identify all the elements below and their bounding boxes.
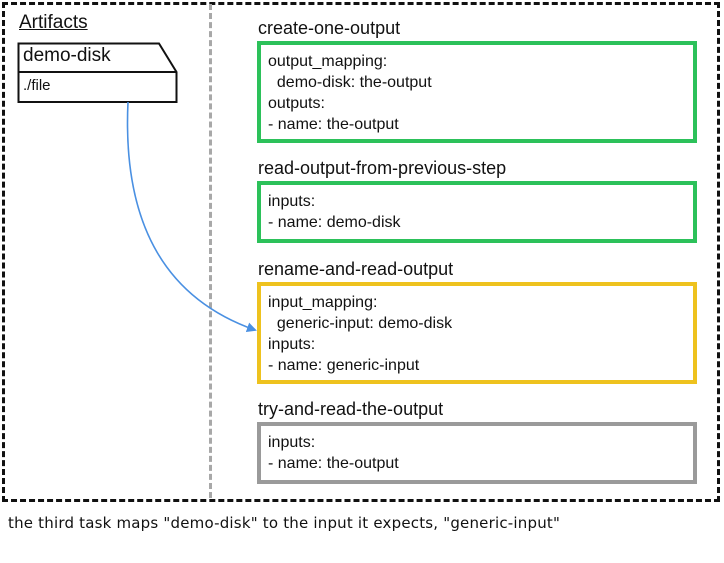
task-box: output_mapping: demo-disk: the-output ou…	[257, 41, 697, 143]
artifacts-divider	[209, 4, 212, 498]
task-line: - name: the-output	[268, 116, 399, 133]
pipeline-frame	[2, 2, 720, 502]
task-title: try-and-read-the-output	[258, 399, 444, 419]
task-line: inputs:	[268, 336, 316, 353]
task-line: generic-input: demo-disk	[268, 315, 453, 332]
task-box: input_mapping: generic-input: demo-disk …	[257, 282, 697, 384]
artifacts-heading: Artifacts	[19, 12, 88, 33]
task-line: - name: demo-disk	[268, 214, 401, 231]
task-line: - name: the-output	[268, 455, 399, 472]
task-title: rename-and-read-output	[258, 259, 454, 279]
task-line: inputs:	[268, 193, 316, 210]
disk-name: demo-disk	[23, 45, 111, 66]
demo-disk-artifact: demo-disk ./file	[17, 42, 178, 103]
task-line: input_mapping:	[268, 294, 378, 311]
task-line: demo-disk: the-output	[268, 74, 432, 91]
task-box: inputs: - name: the-output	[257, 422, 697, 484]
task-line: inputs:	[268, 434, 316, 451]
task-title: create-one-output	[258, 18, 401, 38]
disk-shape-icon	[17, 42, 178, 103]
task-box: inputs: - name: demo-disk	[257, 181, 697, 243]
task-title: read-output-from-previous-step	[258, 158, 507, 178]
task-line: outputs:	[268, 95, 325, 112]
task-line: output_mapping:	[268, 53, 388, 70]
disk-path: ./file	[23, 77, 51, 94]
task-line: - name: generic-input	[268, 357, 420, 374]
caption: the third task maps "demo-disk" to the i…	[8, 514, 561, 532]
